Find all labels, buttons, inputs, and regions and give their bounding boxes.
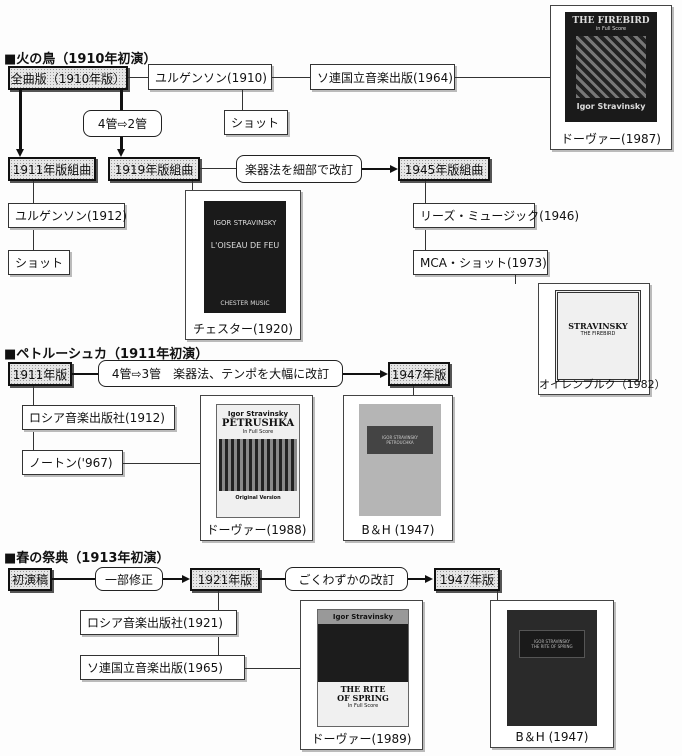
rite-russian-1921: ロシア音楽出版社(1921) (80, 610, 237, 635)
firebird-suite-1919: 1919年版組曲 (108, 157, 200, 181)
cover-title: THE RITE OF SPRING (531, 644, 573, 649)
firebird-dover-cover-frame: THE FIREBIRD in Full Score Igor Stravins… (550, 5, 672, 150)
cover-publisher: CHESTER MUSIC (220, 300, 270, 307)
chester-cover-frame: IGOR STRAVINSKY L'OISEAU DE FEU CHESTER … (185, 190, 301, 340)
arrow-head-icon (117, 149, 125, 157)
connector (192, 181, 193, 191)
firebird-dover-cover-image: THE FIREBIRD in Full Score Igor Stravins… (565, 12, 657, 122)
rite-heading: ■春の祭典（1913年初演） (4, 551, 170, 566)
cover-title: L'OISEAU DE FEU (210, 241, 280, 250)
rite-premiere: 初演稿 (8, 568, 52, 591)
eulenburg-cover-frame: STRAVINSKY THE FIREBIRD オイレンブルク（1982） (538, 283, 666, 395)
cover-author: IGOR STRAVINSKY (534, 639, 570, 644)
arrow-head-icon (425, 575, 433, 583)
petrushka-russian-1912: ロシア音楽出版社(1912) (22, 405, 175, 430)
cover-title: THE RITE OF SPRING (337, 684, 389, 703)
petrushka-heading: ■ペトルーシュカ（1911年初演） (4, 347, 209, 362)
connector (413, 386, 414, 396)
connector (123, 463, 200, 464)
rite-minor-note: ごくわずかの改訂 (285, 567, 408, 591)
connector (52, 578, 95, 580)
chester-caption: チェスター(1920) (193, 322, 293, 336)
arrow-line (408, 578, 426, 580)
cover-illustration (576, 36, 646, 98)
petrushka-dover-cover-frame: Igor Stravinsky PETRUSHKA In Full Score … (200, 395, 313, 541)
petrushka-ed-1947: 1947年版 (388, 362, 450, 386)
petrushka-norton-1967: ノートン('967) (22, 450, 123, 475)
petrushka-bh-caption: B＆H (1947) (361, 523, 435, 537)
cover-footer: Original Version (235, 495, 281, 501)
eulenburg-cover-image: STRAVINSKY THE FIREBIRD (555, 290, 641, 382)
connector (515, 275, 516, 284)
cover-author: IGOR STRAVINSKY (213, 219, 277, 227)
connector (245, 668, 300, 669)
firebird-jurgenson-1912: ユルゲンソン(1912) (8, 203, 127, 228)
petrushka-ed-1911: 1911年版 (8, 362, 72, 386)
rite-bh-cover-frame: IGOR STRAVINSKY THE RITE OF SPRING B＆H (… (490, 600, 614, 748)
connector (272, 77, 310, 78)
petrushka-dover-cover-image: Igor Stravinsky PETRUSHKA In Full Score … (216, 404, 300, 518)
chester-cover-image: IGOR STRAVINSKY L'OISEAU DE FEU CHESTER … (204, 201, 286, 313)
firebird-mca-1973: MCA・ショット(1973) (413, 250, 548, 275)
cover-subtitle: In Full Score (242, 429, 274, 435)
firebird-reduction-note: 4管⇨2管 (83, 110, 162, 137)
arrow-head-icon (380, 370, 388, 378)
firebird-revision-note: 楽器法を細部で改訂 (236, 155, 362, 183)
arrow-line (362, 168, 390, 170)
firebird-soviet-1964: ソ連国立音楽出版(1964) (310, 64, 455, 90)
cover-author: Igor Stravinsky (576, 102, 646, 111)
connector (455, 77, 550, 78)
cover-subtitle: In Full Score (347, 703, 379, 709)
cover-author: IGOR STRAVINSKY (382, 435, 418, 440)
arrow-line (343, 373, 380, 375)
connector (497, 591, 498, 601)
connector (128, 77, 148, 78)
petrushka-revision-note: 4管⇨3管 楽器法、テンポを大幅に改訂 (98, 360, 343, 387)
cover-label: IGOR STRAVINSKY THE RITE OF SPRING (519, 630, 585, 658)
firebird-suite-1945: 1945年版組曲 (398, 157, 490, 181)
cover-illustration (219, 439, 297, 491)
arrow-line (163, 578, 183, 580)
firebird-jurgenson-1910: ユルゲンソン(1910) (148, 64, 272, 90)
rite-dover-caption: ドーヴァー(1989) (311, 732, 412, 746)
rite-bh-caption: B＆H (1947) (515, 730, 589, 744)
arrow-head-icon (16, 149, 24, 157)
firebird-dover-caption: ドーヴァー(1987) (561, 132, 661, 146)
cover-subtitle: in Full Score (595, 26, 627, 32)
connector (260, 578, 285, 580)
cover-title: PETRUSHKA (221, 418, 295, 429)
firebird-full-edition: 全曲版（1910年版） (8, 66, 128, 90)
arrow-line (19, 90, 22, 150)
rite-partial-note: 一部修正 (95, 567, 163, 591)
cover-label: IGOR STRAVINSKY PETROUCHKA (367, 426, 433, 454)
firebird-heading: ■火の鳥（1910年初演） (4, 52, 157, 67)
cover-title: PETROUCHKA (386, 440, 414, 445)
cover-author: Igor Stravinsky (227, 410, 289, 418)
arrow-head-icon (182, 575, 190, 583)
rite-bh-cover-image: IGOR STRAVINSKY THE RITE OF SPRING (507, 610, 597, 726)
rite-dover-cover-image: Igor Stravinsky THE RITE OF SPRING In Fu… (317, 609, 409, 727)
cover-title: THE FIREBIRD (572, 16, 650, 26)
firebird-suite-1911: 1911年版組曲 (8, 157, 96, 181)
connector (72, 373, 98, 375)
cover-subtitle: THE FIREBIRD (580, 331, 616, 337)
cover-author: Igor Stravinsky (318, 610, 408, 624)
cover-title: STRAVINSKY (568, 321, 628, 331)
rite-soviet-1965: ソ連国立音楽出版(1965) (80, 655, 245, 680)
cover-illustration (318, 624, 408, 682)
eulenburg-caption: オイレンブルク（1982） (539, 378, 666, 391)
rite-ed-1921: 1921年版 (190, 568, 260, 591)
petrushka-dover-caption: ドーヴァー(1988) (206, 523, 307, 537)
arrow-head-icon (390, 165, 398, 173)
rite-dover-cover-frame: Igor Stravinsky THE RITE OF SPRING In Fu… (300, 600, 423, 750)
firebird-schott: ショット (224, 110, 288, 135)
petrushka-bh-cover-frame: IGOR STRAVINSKY PETROUCHKA B＆H (1947) (343, 395, 453, 541)
connector (242, 90, 243, 110)
rite-ed-1947: 1947年版 (434, 568, 500, 591)
petrushka-bh-cover-image: IGOR STRAVINSKY PETROUCHKA (359, 404, 441, 516)
connector (200, 168, 236, 169)
firebird-schott-2: ショット (8, 250, 70, 275)
firebird-leeds-1946: リーズ・ミュージック(1946) (413, 203, 579, 228)
